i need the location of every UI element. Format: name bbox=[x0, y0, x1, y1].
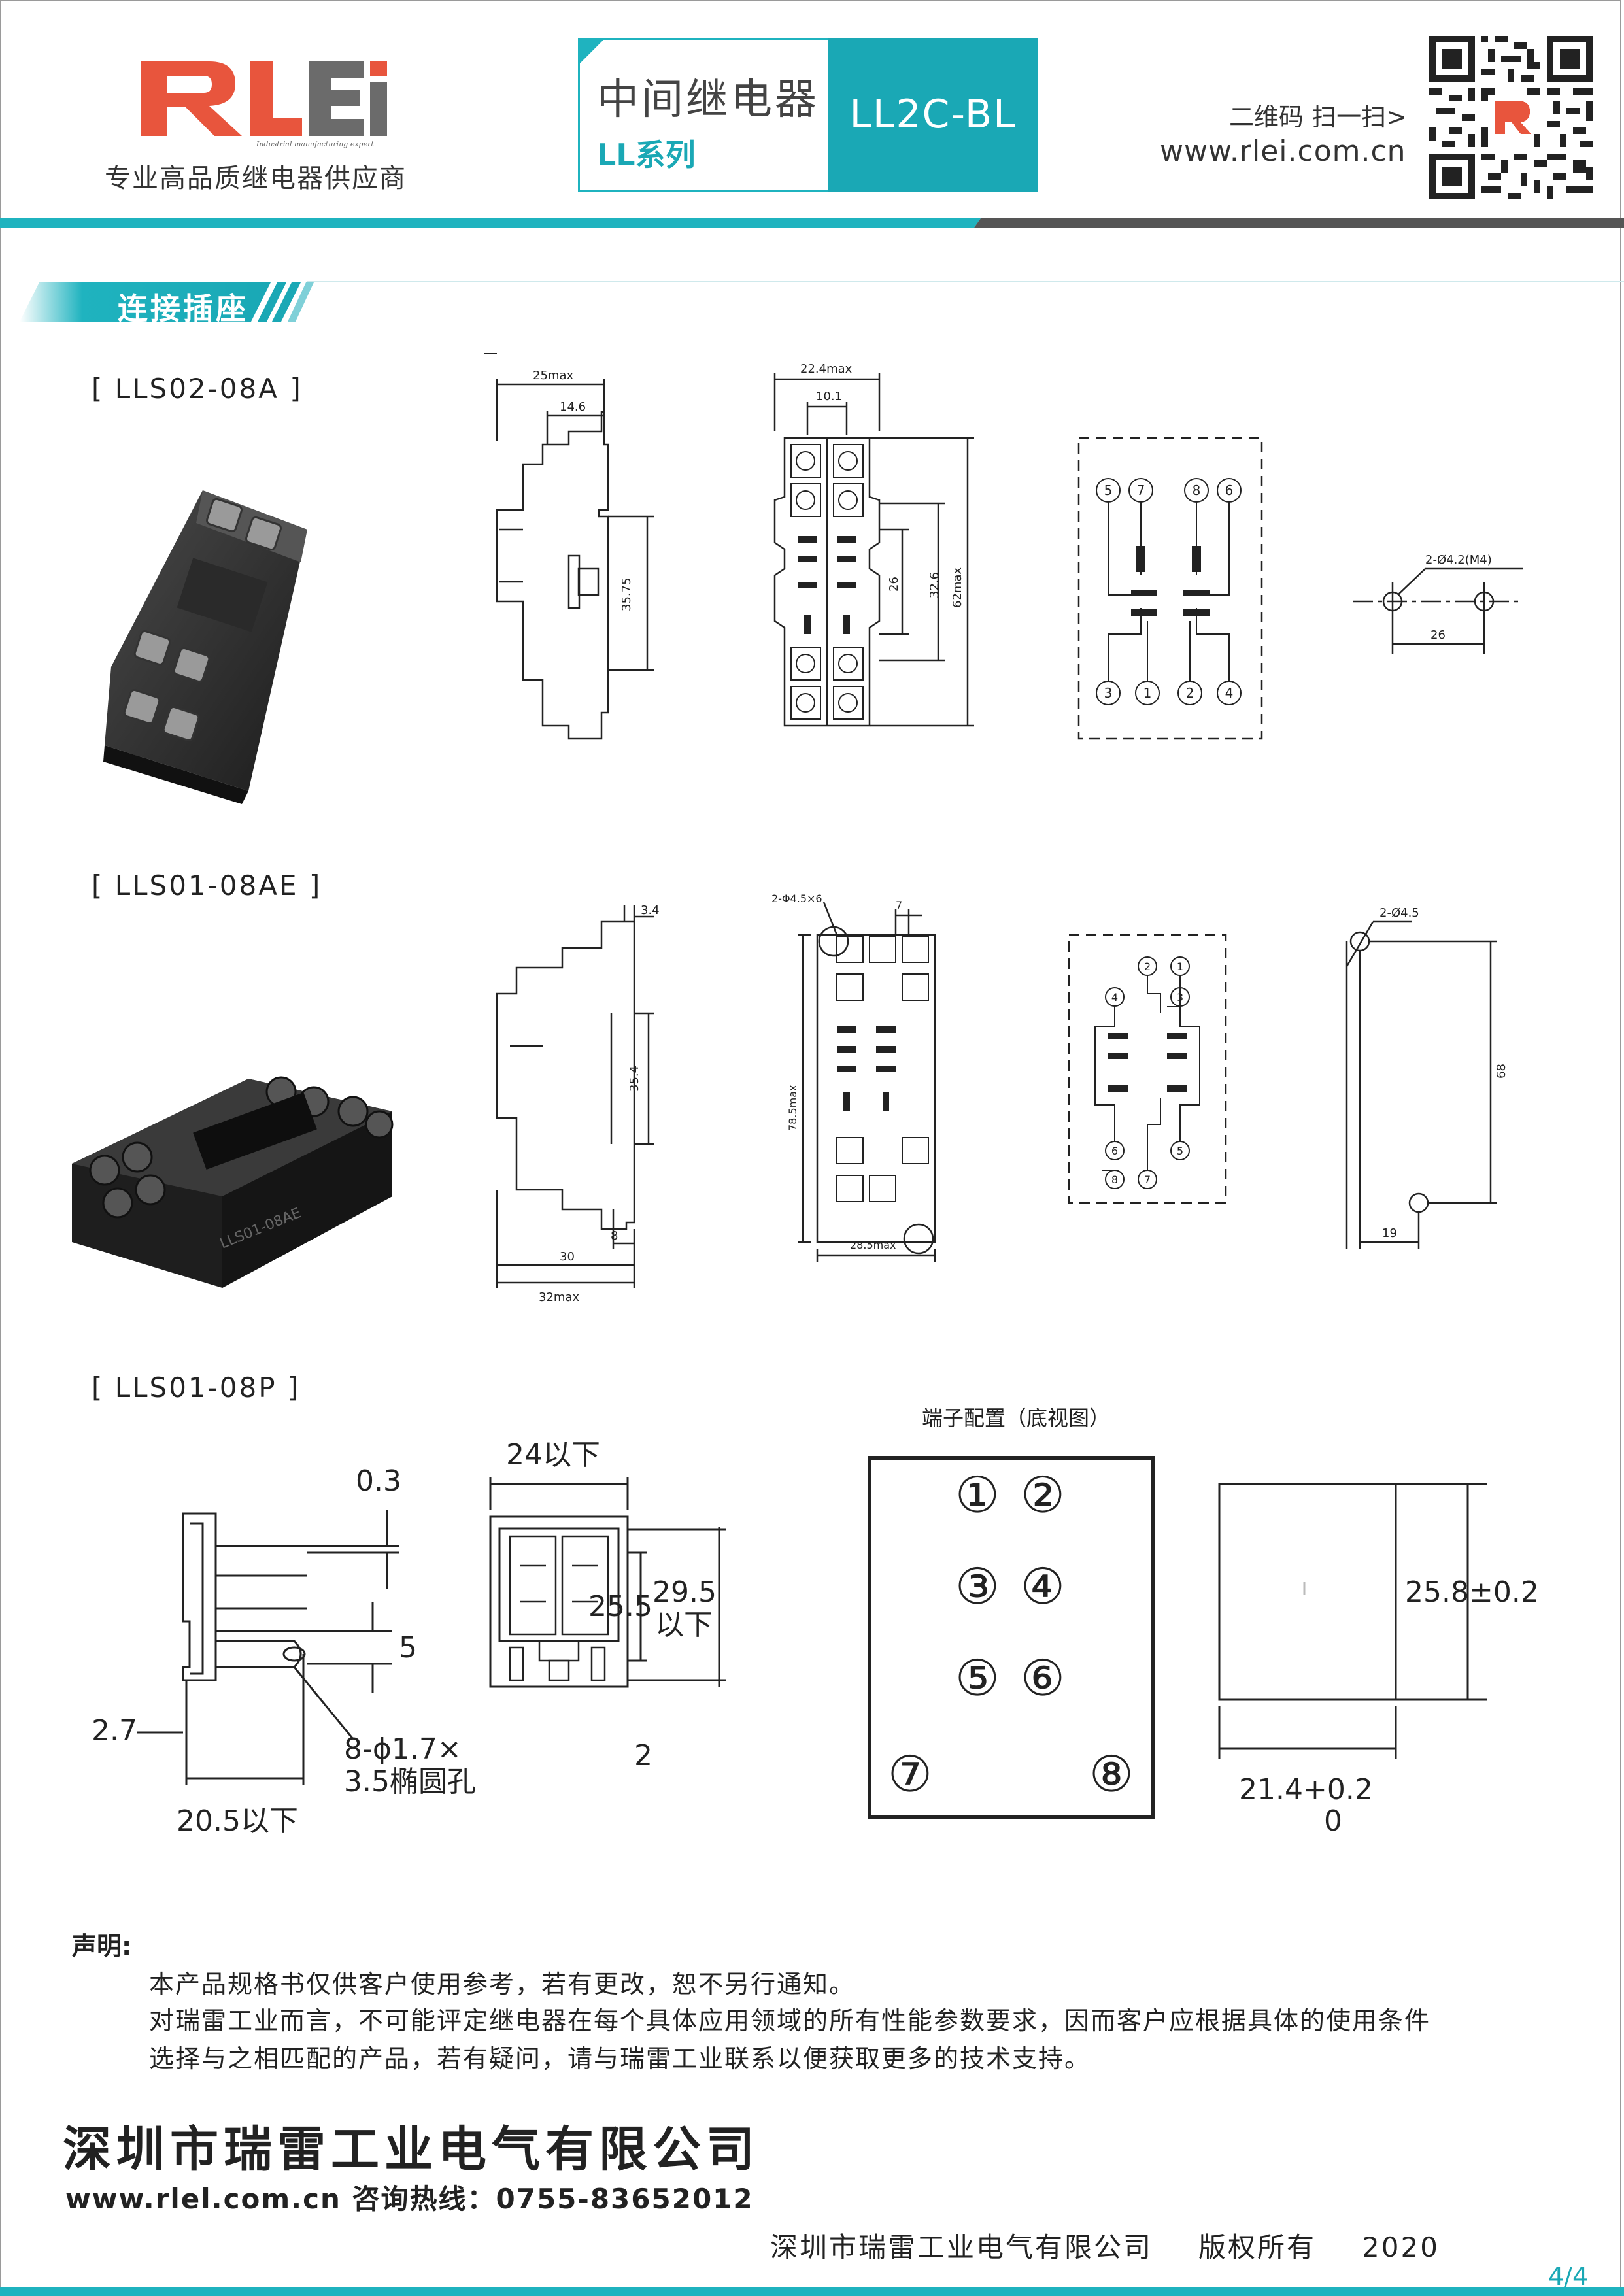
svg-text:6: 6 bbox=[1111, 1145, 1118, 1157]
note-line-3: 选择与之相匹配的产品，若有疑问，请与瑞雷工业联系以便获取更多的技术支持。 bbox=[149, 2044, 1091, 2073]
svg-text:3: 3 bbox=[1177, 991, 1183, 1004]
svg-text:5: 5 bbox=[1104, 482, 1113, 498]
product-title: 中间继电器 bbox=[597, 76, 819, 124]
product-label-lls01-ae: [ LLS01-08AE ] bbox=[92, 869, 322, 902]
title-box: 中间继电器 LL系列 LL2C-BL bbox=[578, 38, 1038, 192]
dim-oval-hole: 8-ϕ1.7× bbox=[344, 1732, 462, 1766]
dim-62max: 62max bbox=[951, 567, 964, 608]
dim-oval-hole-2: 3.5椭圆孔 bbox=[344, 1765, 476, 1798]
notes-title: 声明: bbox=[72, 1932, 132, 1961]
pin-6: ⑥ bbox=[1021, 1649, 1065, 1707]
svg-text:4: 4 bbox=[1225, 685, 1234, 701]
note-line-1: 本产品规格书仅供客户使用参考，若有更改，恕不另行通知。 bbox=[149, 1970, 856, 1999]
dim-28-5max: 28.5max bbox=[850, 1239, 896, 1251]
dim-78-5max: 78.5max bbox=[787, 1085, 799, 1131]
dim-68: 68 bbox=[1495, 1064, 1508, 1079]
page-number: 4/4 bbox=[1548, 2262, 1589, 2291]
website-link[interactable]: www.rlei.com.cn bbox=[1160, 135, 1406, 168]
dim-29-5: 29.5 bbox=[652, 1576, 717, 1609]
section-rule bbox=[307, 281, 1624, 282]
dim-21-4-tol: 0 bbox=[1324, 1804, 1342, 1838]
dim-pitch-lls02: 26 bbox=[1430, 628, 1446, 642]
svg-text:2: 2 bbox=[1186, 685, 1194, 701]
slogan: 专业高品质继电器供应商 bbox=[105, 163, 407, 194]
pin-7: ⑦ bbox=[888, 1745, 932, 1803]
product-label-lls01-p: [ LLS01-08P ] bbox=[92, 1372, 301, 1404]
contact-info: www.rlel.com.cn 咨询热线：0755-83652012 bbox=[65, 2183, 754, 2215]
svg-text:3: 3 bbox=[1104, 685, 1113, 701]
dim-8: 8 bbox=[611, 1229, 618, 1243]
pin-layout-title: 端子配置（底视图） bbox=[922, 1406, 1110, 1430]
dim-2: 2 bbox=[634, 1739, 652, 1772]
model-badge: LL2C-BL bbox=[828, 38, 1038, 192]
company-name: 深圳市瑞雷工业电气有限公司 bbox=[63, 2121, 760, 2178]
socket-photo-lls02 bbox=[103, 490, 307, 804]
copyright-line: 深圳市瑞雷工业电气有限公司 版权所有 2020 bbox=[770, 2225, 1485, 2265]
dim-19: 19 bbox=[1382, 1226, 1397, 1240]
dim-35-75: 35.75 bbox=[620, 577, 634, 611]
svg-text:7: 7 bbox=[1137, 482, 1145, 498]
note-line-2: 对瑞雷工业而言，不可能评定继电器在每个具体应用领域的所有性能参数要求，因而客户应… bbox=[149, 2006, 1431, 2035]
dim-hole-lls02: 2-Ø4.2(M4) bbox=[1425, 553, 1492, 567]
drawing-lls02: 25max 14.6 35.75 22.4max 10.1 32.6 bbox=[484, 353, 1523, 740]
socket-photo-lls01-ae: LLS01-08AE bbox=[72, 1076, 394, 1288]
pin-8: ⑧ bbox=[1089, 1745, 1134, 1803]
dim-25-8: 25.8±0.2 bbox=[1405, 1576, 1539, 1609]
svg-text:6: 6 bbox=[1225, 482, 1234, 498]
pin-1: ① bbox=[955, 1466, 1000, 1524]
dim-21-4: 21.4+0.2 bbox=[1239, 1773, 1373, 1806]
dim-3-4: 3.4 bbox=[641, 903, 660, 917]
pin-5: ⑤ bbox=[955, 1649, 1000, 1707]
svg-text:1: 1 bbox=[1177, 960, 1183, 973]
drawing-lls01-ae: 3.4 35.4 8 30 32max 2-Φ4.5×6 7 78.5max 2 bbox=[496, 892, 1508, 1304]
dim-slot: 2-Φ4.5×6 bbox=[771, 892, 822, 905]
series-label: LL系列 bbox=[597, 137, 696, 173]
svg-text:1: 1 bbox=[1143, 685, 1152, 701]
dim-25max: 25max bbox=[533, 369, 573, 382]
section-title: 连接插座 bbox=[118, 291, 248, 326]
dim-5: 5 bbox=[399, 1631, 417, 1664]
svg-text:7: 7 bbox=[1144, 1173, 1151, 1186]
pin-2: ② bbox=[1021, 1466, 1065, 1524]
copyright-text: 版权所有 bbox=[1198, 2231, 1317, 2263]
rlei-logo: Industrial manufacturing expert bbox=[141, 61, 387, 148]
dim-10-1: 10.1 bbox=[816, 390, 842, 403]
pin-3: ③ bbox=[955, 1557, 1000, 1615]
dim-20-5: 20.5以下 bbox=[177, 1804, 298, 1838]
dim-32-6: 32.6 bbox=[928, 572, 941, 598]
dim-25-5: 25.5 bbox=[588, 1590, 652, 1623]
svg-text:8: 8 bbox=[1111, 1173, 1118, 1186]
copyright-company: 深圳市瑞雷工业电气有限公司 bbox=[770, 2231, 1153, 2263]
header-divider bbox=[0, 218, 1624, 228]
svg-text:8: 8 bbox=[1193, 482, 1201, 498]
dim-35-4: 35.4 bbox=[628, 1066, 641, 1092]
dim-hole-lls01-ae: 2-Ø4.5 bbox=[1379, 906, 1419, 920]
model-label: LL2C-BL bbox=[849, 92, 1017, 137]
dim-29-5-suffix: 以下 bbox=[655, 1608, 713, 1642]
brand-tagline: Industrial manufacturing expert bbox=[256, 140, 374, 148]
dim-14-6: 14.6 bbox=[560, 400, 586, 414]
footer-bar bbox=[0, 2287, 1624, 2296]
dim-32max: 32max bbox=[539, 1291, 579, 1304]
dim-30: 30 bbox=[560, 1250, 575, 1264]
product-label-lls02: [ LLS02-08A ] bbox=[92, 373, 303, 405]
dim-2-7: 2.7 bbox=[92, 1714, 137, 1747]
qr-hint: 二维码 扫一扫> bbox=[1229, 103, 1407, 131]
dim-22-4max: 22.4max bbox=[800, 362, 853, 376]
svg-text:2: 2 bbox=[1144, 960, 1151, 973]
dim-0-3: 0.3 bbox=[356, 1464, 401, 1498]
pin-4: ④ bbox=[1021, 1557, 1065, 1615]
qr-code-icon[interactable] bbox=[1429, 36, 1593, 199]
section-tab bbox=[20, 282, 314, 322]
corner-decor-icon bbox=[580, 40, 603, 63]
svg-text:5: 5 bbox=[1177, 1145, 1183, 1157]
copyright-year: 2020 bbox=[1362, 2231, 1440, 2263]
dim-24: 24以下 bbox=[506, 1438, 600, 1472]
svg-text:4: 4 bbox=[1111, 991, 1118, 1004]
drawing-lls01-p: 0.3 5 2.7 8-ϕ1.7× 3.5椭圆孔 20.5以下 24以下 25.… bbox=[92, 1406, 1539, 1838]
dim-7: 7 bbox=[896, 899, 902, 911]
dim-26: 26 bbox=[887, 577, 901, 592]
